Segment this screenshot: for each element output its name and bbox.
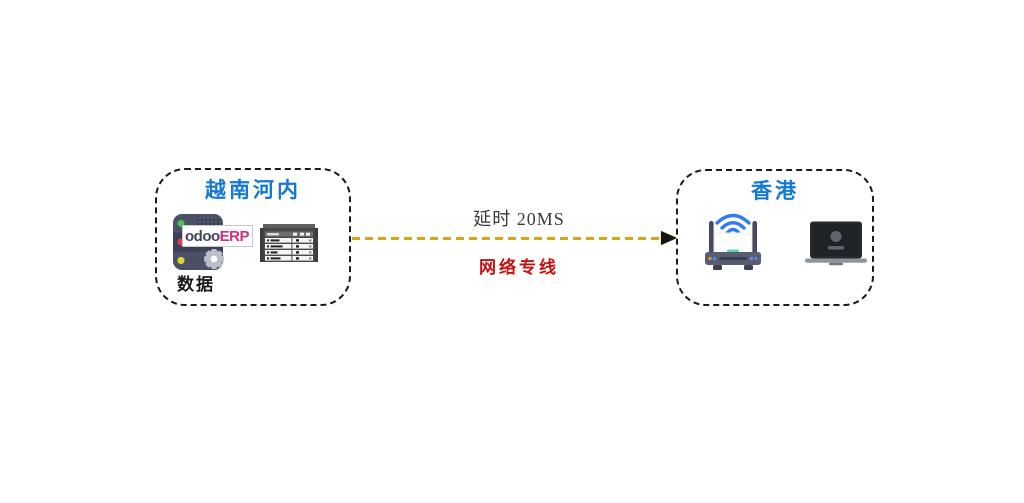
user-avatar-bar — [828, 246, 844, 250]
site-title-hanoi: 越南河内 — [205, 178, 301, 202]
dedicated-line-dashed-connector — [352, 237, 664, 240]
line-type-label: 网络专线 — [479, 258, 559, 277]
arrowhead-right-icon — [661, 231, 677, 245]
erp-logo-text: ERP — [219, 227, 250, 245]
wifi-router-icon — [705, 213, 761, 270]
site-box-hongkong: 香港 — [676, 169, 874, 306]
led-yellow — [177, 256, 185, 265]
odoo-logo-text: odoo — [185, 227, 220, 245]
gear-icon — [204, 249, 224, 269]
server-vents — [197, 219, 219, 225]
user-avatar-head — [830, 231, 842, 242]
site-box-hanoi: 越南河内 od — [155, 168, 351, 306]
rack-server-icon — [260, 224, 318, 262]
rack-slots — [265, 238, 313, 261]
laptop-icon — [805, 221, 867, 266]
data-label: 数据 — [177, 275, 215, 294]
wifi-signal-icon — [715, 213, 751, 235]
latency-label: 延时 20MS — [473, 209, 565, 229]
site-title-hongkong: 香港 — [751, 179, 799, 203]
